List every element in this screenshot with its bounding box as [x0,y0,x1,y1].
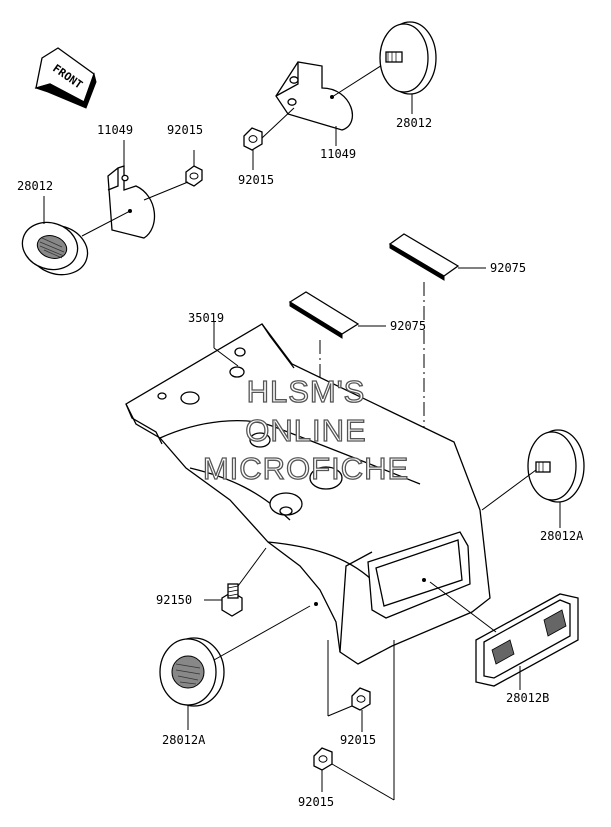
watermark-line3: MICROFICHE [203,451,409,486]
reflector-right [481,429,585,528]
bracket-left [107,165,156,239]
label-reflector-bottom-left: 28012A [162,733,206,747]
reflector-bottom-left [159,605,311,730]
label-reflector-top: 28012 [396,116,432,130]
nut-bottom1 [327,640,371,732]
label-reflector-rear: 28012B [506,691,549,705]
left-reflector-assembly [21,140,203,276]
bracket-top [275,61,353,131]
watermark: HLSM'S ONLINE MICROFICHE [202,373,409,486]
label-bracket-left: 11049 [97,123,133,137]
rear-fender [125,322,491,665]
label-nut-bottom1: 92015 [340,733,376,747]
nut-left [143,150,203,201]
reflector-top [379,21,437,95]
nut-top [243,107,295,170]
label-bolt: 92150 [156,593,192,607]
top-reflector-assembly [243,21,437,170]
front-arrow-icon: FRONT [34,47,97,109]
watermark-line1: HLSM'S [247,374,366,409]
label-pad-mid: 92075 [390,319,426,333]
label-pad-top: 92075 [490,261,526,275]
nut-bottom2 [313,640,395,801]
label-fender: 35019 [188,311,224,325]
watermark-line2: ONLINE [245,413,366,448]
reflector-left [21,221,89,276]
pad-mid [288,291,386,546]
label-nut-left: 92015 [167,123,203,137]
label-nut-bottom2: 92015 [298,795,334,809]
bolt [204,547,267,617]
reflector-rear [429,581,579,690]
label-reflector-left: 28012 [17,179,53,193]
label-reflector-right: 28012A [540,529,584,543]
label-nut-top: 92015 [238,173,274,187]
label-bracket-top: 11049 [320,147,356,161]
